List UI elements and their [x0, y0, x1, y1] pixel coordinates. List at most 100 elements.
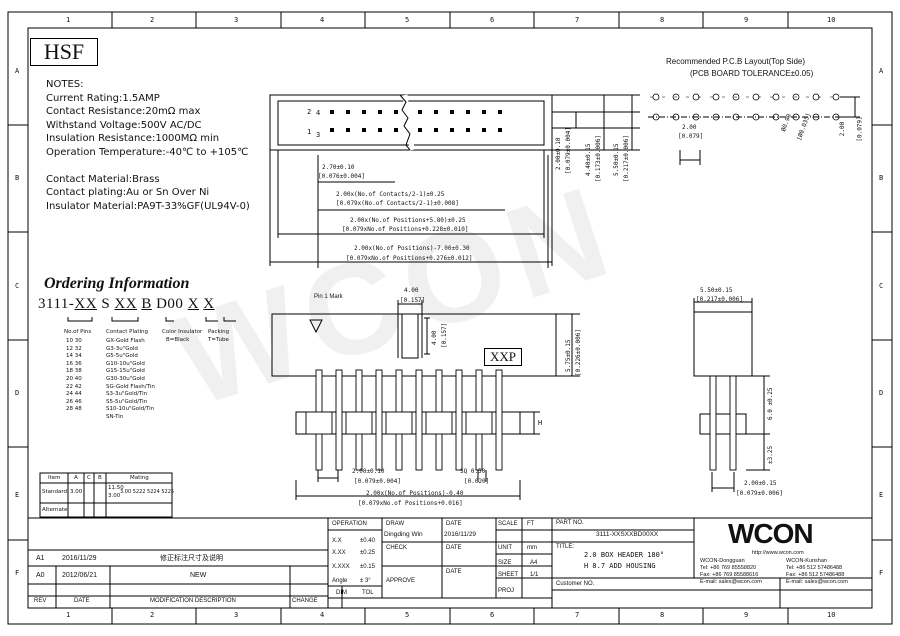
pins-option: 20 40 [66, 375, 82, 382]
office-right: WCON-Kunshan Tel: +86 512 57486488 Fax: … [786, 558, 848, 586]
office-line: Fax: +86 512 57486488 [786, 572, 845, 578]
approve-label: APPROVE [386, 578, 416, 584]
side-dim: [0.217±0.006] [623, 135, 630, 182]
tol-value: ±0.15 [360, 564, 375, 570]
note-line: Contact plating:Au or Sn Over Ni [46, 187, 210, 198]
front-dim: [0.079±0.004] [354, 478, 401, 485]
col-label: 3 [234, 611, 239, 619]
row-label: D [15, 389, 20, 397]
front-dim: [0.157] [400, 297, 426, 304]
top-dim: [0.076±0.004] [318, 173, 365, 180]
tol-label: TOL [362, 590, 374, 596]
top-dim: 2.00x(No.of Positions+5.80)±0.25 [350, 217, 466, 224]
note-line: Current Rating:1.5AMP [46, 92, 160, 104]
pins-option: 26 46 [66, 398, 82, 405]
side-dim: 2.00±0.10 [555, 137, 562, 170]
top-dim: [0.079x(No.of Contacts/2-1)±0.008] [336, 200, 459, 207]
row-label: B [879, 174, 884, 182]
plating-option: GX-Gold Flash [106, 338, 145, 344]
tol-key: X.XX [332, 550, 346, 556]
side-view-dim: 2.00±0.15 [744, 480, 777, 487]
top-dim: 2.00x(No.of Positions)-7.00±0.30 [354, 245, 470, 252]
office-left: WCON-Dongguan Tel: +86 769 85558820 Fax:… [700, 558, 762, 586]
rev-header: MODIFICATION DESCRIPTION [150, 598, 236, 604]
office-line: WCON-Dongguan [700, 558, 745, 564]
code-part: 3111- [38, 296, 75, 312]
col-label: 7 [575, 16, 580, 24]
col-label: 8 [660, 611, 665, 619]
side-dim: 5.50±0.15 [613, 143, 620, 176]
mating-cell: 3.00 [70, 489, 83, 495]
ft-label: FT [527, 521, 535, 527]
side-view-dim: [0.079±0.006] [736, 490, 783, 497]
notes-title: NOTES: [46, 79, 84, 90]
code-part: XX [74, 296, 98, 312]
pins-option: 24 44 [66, 391, 82, 398]
front-dim: 4.00 [404, 287, 419, 294]
size-value: A4 [530, 560, 538, 566]
pin-label: 4 [316, 109, 321, 117]
sheet-value: 1/1 [530, 572, 539, 578]
rev-id: A0 [36, 572, 45, 579]
pins-option: 16 36 [66, 360, 82, 367]
row-label: E [879, 491, 884, 499]
packing-option: T=Tube [208, 337, 229, 343]
plating-option: SG-Gold Flash/Tin [106, 383, 155, 390]
mating-header: Mating [130, 475, 149, 481]
col-label: 9 [744, 611, 749, 619]
plating-option: S3-3u"Gold/Tin [106, 391, 148, 398]
code-part: B [141, 296, 152, 312]
rev-id: A1 [36, 555, 45, 562]
pin-label: 3 [316, 131, 321, 139]
plating-option: G10-10u"Gold [106, 360, 145, 367]
plating-option: S10-10u"Gold/Tin [106, 406, 155, 413]
row-label: A [15, 67, 20, 75]
col-label: 3 [234, 16, 239, 24]
part-no-label: PART NO. [556, 520, 584, 526]
col-label: 1 [66, 16, 71, 24]
title-line2: H 8.7 ADD HOUSING [584, 562, 656, 570]
note-line: Contact Resistance:20mΩ max [46, 106, 201, 117]
mating-header: A [74, 475, 78, 481]
col-label: 5 [405, 16, 410, 24]
code-part: X [203, 296, 215, 312]
mating-header: C [87, 475, 91, 481]
pcb-holes [652, 93, 840, 121]
side-dim: [0.173±0.006] [595, 135, 602, 182]
note-line: Operation Temperature:-40℃ to +105℃ [46, 146, 249, 158]
side-dim: 4.40±0.15 [585, 143, 592, 176]
rev-date: 2016/11/29 [62, 555, 97, 562]
plating-list: GX-Gold Flash G3-3u"Gold G5-5u"Gold G10-… [106, 338, 155, 422]
pcb-dim: [0.079] [856, 116, 864, 142]
pin-label: 1 [307, 128, 312, 136]
office-line: Tel: +86 512 57486488 [786, 565, 843, 571]
company-logo [728, 522, 822, 552]
draw-label: DRAW [386, 521, 405, 527]
mating-cell: 3.00 5222 5224 5225 [120, 489, 175, 495]
row-label: C [15, 282, 20, 290]
top-view-pins [330, 110, 502, 132]
pin1-mark-label: Pin 1 Mark [314, 294, 343, 300]
operation-label: OPERATION [332, 521, 367, 527]
pcb-layout-title: Recommended P.C.B Layout(Top Side) [666, 57, 806, 66]
mating-cell: Standard [42, 489, 68, 495]
rev-desc: 修正标注尺寸及说明 [160, 555, 223, 562]
code-part: D00 [151, 296, 188, 312]
row-label: C [879, 282, 884, 290]
front-dim: SQ 0.50 [460, 468, 486, 475]
front-dim: H [538, 419, 543, 427]
note-line: Insulator Material:PA9T-33%GF(UL94V-0) [46, 200, 250, 212]
col-label: 7 [575, 611, 580, 619]
note-line: Insulation Resistance:1000MΩ min [46, 133, 220, 144]
pins-option: 22 42 [66, 383, 82, 390]
side-view-dim: ±3.25 [767, 445, 774, 464]
company-url[interactable]: http://www.wcon.com [752, 550, 804, 556]
row-label: E [15, 491, 20, 499]
code-part: XX [114, 296, 138, 312]
office-line: E-mail: sales@wcon.com [700, 579, 762, 585]
ordering-title: Ordering Information [44, 275, 190, 292]
pcb-layout-subtitle: (PCB BOARD TOLERANCE±0.05) [690, 69, 814, 78]
col-header: Color Insulator [162, 329, 203, 335]
col-label: 10 [827, 16, 836, 24]
